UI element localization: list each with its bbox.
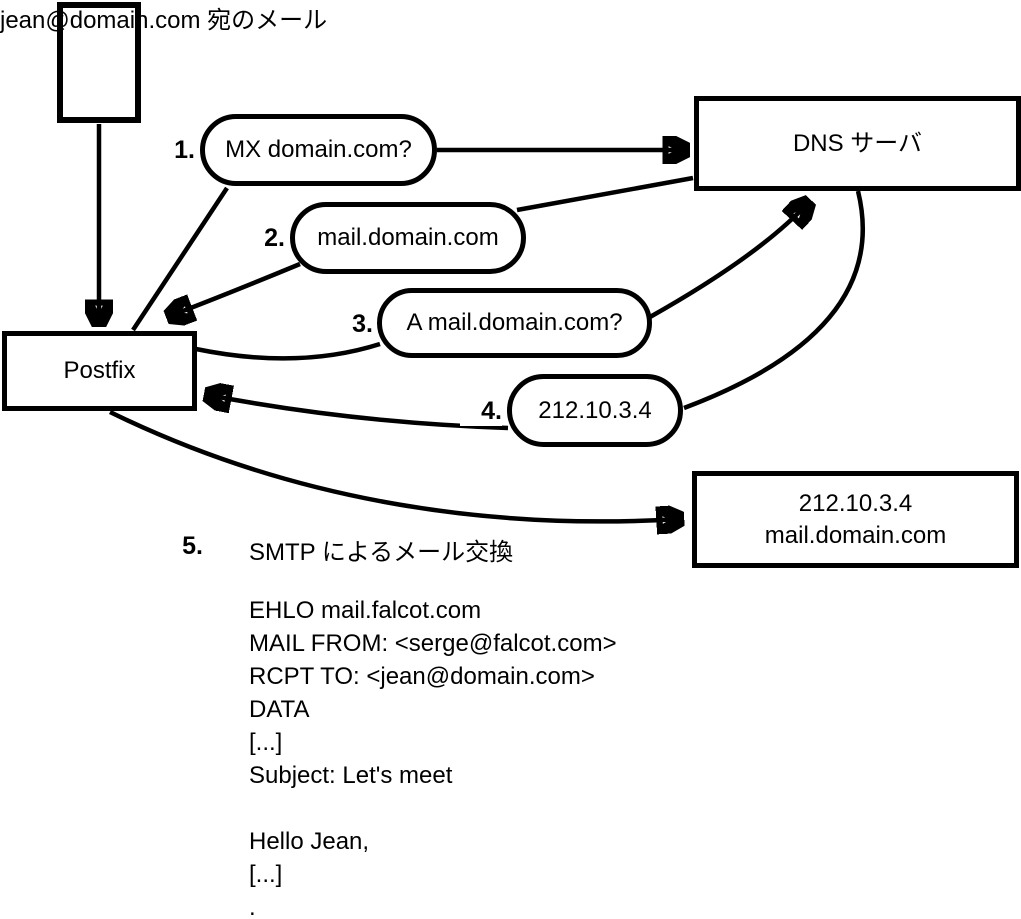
postfix-node: Postfix xyxy=(2,331,197,411)
mail-server-hostname: mail.domain.com xyxy=(764,521,947,549)
step1-label: MX domain.com? xyxy=(225,136,412,163)
step3-number: 3. xyxy=(331,310,373,339)
smtp-line: [...] xyxy=(249,861,283,888)
line-dns-to-step2 xyxy=(516,175,694,213)
arrow-postfix-to-mailserver xyxy=(109,409,680,521)
smtp-line: Subject: Let's meet xyxy=(249,762,453,789)
step3-label: A mail.domain.com? xyxy=(406,309,623,336)
incoming-mail-label: jean@domain.com 宛のメール xyxy=(0,7,328,34)
step2-label: mail.domain.com xyxy=(317,224,499,251)
step4-a-answer-pill: 212.10.3.4 xyxy=(507,374,683,447)
line-postfix-to-step3 xyxy=(195,341,381,361)
smtp-line: . xyxy=(249,894,256,919)
step3-a-query-pill: A mail.domain.com? xyxy=(377,288,652,358)
smtp-line: EHLO mail.falcot.com xyxy=(249,597,482,624)
arrow-step2-to-postfix xyxy=(170,261,301,316)
smtp-line xyxy=(249,792,617,825)
smtp-line: [...] xyxy=(249,729,283,756)
line-postfix-to-step1 xyxy=(131,186,229,332)
step4-number: 4. xyxy=(460,397,502,426)
arrow-step3-to-dns xyxy=(648,203,808,319)
dns-server-label: DNS サーバ xyxy=(792,129,923,157)
smtp-line: Hello Jean, xyxy=(249,828,370,855)
arrow-step4-to-postfix xyxy=(208,395,509,431)
mail-server-node: 212.10.3.4 mail.domain.com xyxy=(692,471,1019,568)
step5-label: SMTP によるメール交換 xyxy=(249,539,514,566)
step1-mx-query-pill: MX domain.com? xyxy=(200,114,437,186)
step2-number: 2. xyxy=(243,224,285,253)
smtp-line: DATA xyxy=(249,696,310,723)
smtp-session-transcript: EHLO mail.falcot.com MAIL FROM: <serge@f… xyxy=(249,594,617,919)
smtp-line: MAIL FROM: <serge@falcot.com> xyxy=(249,630,617,657)
smtp-line: RCPT TO: <jean@domain.com> xyxy=(249,663,595,690)
mail-server-ip: 212.10.3.4 xyxy=(798,489,913,517)
postfix-label: Postfix xyxy=(63,357,136,384)
step2-mx-answer-pill: mail.domain.com xyxy=(290,202,526,274)
step1-number: 1. xyxy=(153,136,195,165)
dns-server-node: DNS サーバ xyxy=(694,96,1021,191)
mail-document-icon xyxy=(57,2,141,123)
line-dns-to-step4 xyxy=(683,190,865,411)
step5-number: 5. xyxy=(161,532,203,561)
step4-label: 212.10.3.4 xyxy=(538,396,652,424)
